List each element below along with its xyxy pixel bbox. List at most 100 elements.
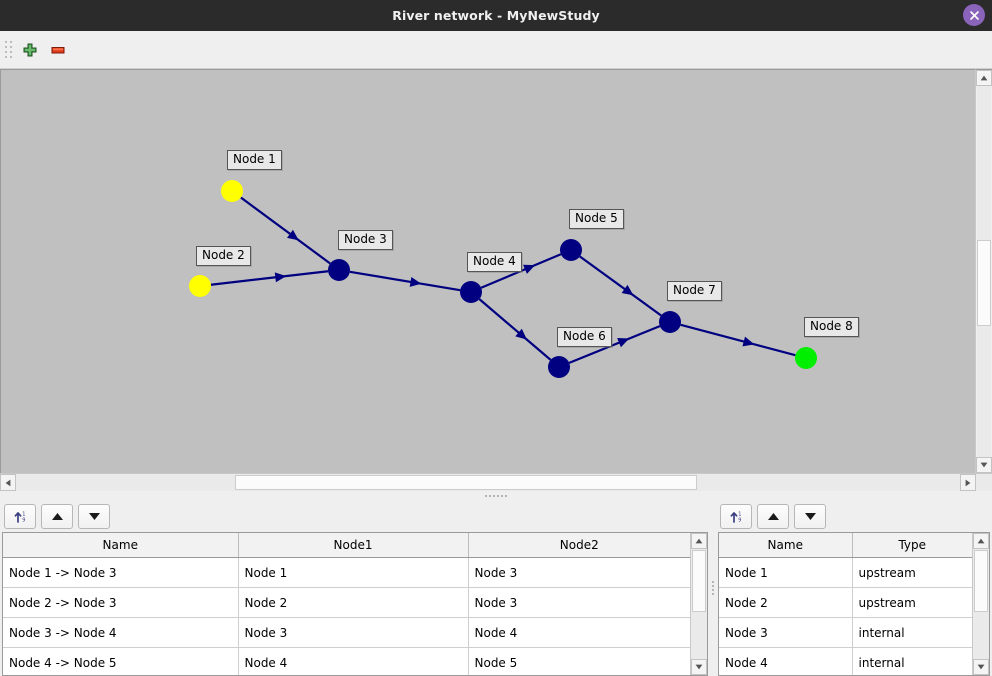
node-sort-button[interactable]: 1 9 [720,503,752,529]
graph-edge[interactable] [568,325,661,364]
scroll-up-button[interactable] [976,70,992,86]
graph-node[interactable] [548,356,570,378]
table-cell[interactable]: Node 3 [468,557,690,588]
remove-node-button[interactable] [44,36,72,64]
vertical-splitter[interactable] [710,500,716,676]
graph-edge[interactable] [680,323,796,357]
graph-node[interactable] [560,239,582,261]
table-cell[interactable]: Node 1 [238,557,469,588]
column-header[interactable]: Name [719,533,853,558]
node-label[interactable]: Node 2 [196,246,251,266]
branch-table-scrollbar[interactable] [690,533,707,675]
node-label[interactable]: Node 7 [667,281,722,301]
network-graph [189,180,817,378]
node-label[interactable]: Node 8 [804,317,859,337]
table-cell[interactable]: Node 3 [719,617,853,648]
node-label[interactable]: Node 3 [338,230,393,250]
edge-arrow-icon [621,284,634,296]
graph-node[interactable] [221,180,243,202]
table-cell[interactable]: Node 2 [238,587,469,618]
network-diagram-canvas[interactable]: Node 1 Node 2 Node 3 Node 4 Node 5 Node 6 Node… [0,69,975,473]
node-label[interactable]: Node 1 [227,150,282,170]
graph-edge[interactable] [478,298,552,361]
edge-arrow-icon [617,338,630,348]
scroll-right-button[interactable] [960,474,976,491]
node-label[interactable]: Node 4 [467,252,522,272]
canvas-vertical-scrollbar[interactable] [975,69,992,473]
window-title: River network - MyNewStudy [392,8,600,23]
table-cell[interactable]: Node 3 -> Node 4 [3,617,239,648]
table-cell[interactable]: upstream [852,557,972,588]
table-cell[interactable]: Node 1 -> Node 3 [3,557,239,588]
graph-node[interactable] [460,281,482,303]
branch-scroll-up-button[interactable] [691,533,707,549]
toolbar-drag-handle[interactable] [4,39,13,61]
table-cell[interactable]: Node 4 -> Node 5 [3,647,239,675]
column-header[interactable]: Node1 [238,533,469,558]
branch-move-down-button[interactable] [78,503,110,529]
node-move-down-button[interactable] [794,503,826,529]
node-scroll-down-button[interactable] [973,659,989,675]
column-header[interactable]: Type [852,533,972,558]
column-header[interactable]: Name [3,533,239,558]
graph-node[interactable] [189,275,211,297]
scroll-left-button[interactable] [0,474,16,491]
table-cell[interactable]: Node 4 [468,617,690,648]
horizontal-splitter[interactable] [0,491,992,500]
graph-edge[interactable] [579,255,662,317]
graph-node[interactable] [328,259,350,281]
node-label[interactable]: Node 6 [557,327,612,347]
chevron-up-icon [980,75,988,81]
hscroll-thumb[interactable] [235,475,697,490]
table-cell[interactable]: internal [852,617,972,648]
table-cell[interactable]: Node 2 -> Node 3 [3,587,239,618]
node-label[interactable]: Node 5 [569,209,624,229]
vscroll-thumb[interactable] [977,240,991,326]
node-table-scrollbar[interactable] [972,533,989,675]
branch-scroll-down-button[interactable] [691,659,707,675]
column-header[interactable]: Node2 [468,533,690,558]
graph-node[interactable] [659,311,681,333]
branch-sort-button[interactable]: 1 9 [4,503,36,529]
scroll-down-button[interactable] [976,457,992,473]
table-cell[interactable]: Node 3 [468,587,690,618]
branch-scroll-thumb[interactable] [692,550,706,612]
table-cell[interactable]: Node 2 [719,587,853,618]
table-cell[interactable]: internal [852,647,972,675]
branch-move-up-button[interactable] [41,503,73,529]
table-cell[interactable]: Node 5 [468,647,690,675]
node-scroll-up-button[interactable] [973,533,989,549]
table-cell[interactable]: Node 1 [719,557,853,588]
node-scroll-thumb[interactable] [974,550,988,612]
table-cell[interactable]: Node 3 [238,617,469,648]
graph-edge[interactable] [349,270,461,292]
close-icon[interactable] [963,4,985,26]
graph-node[interactable] [795,347,817,369]
arrow-up-icon [767,512,779,520]
table-cell[interactable]: Node 4 [238,647,469,675]
canvas-horizontal-scrollbar[interactable] [0,474,976,491]
graph-edge[interactable] [210,270,329,286]
graph-edge[interactable] [240,196,331,265]
table-cell[interactable]: Node 4 [719,647,853,675]
chevron-down-icon [695,664,703,670]
table-cell[interactable]: upstream [852,587,972,618]
node-move-up-button[interactable] [757,503,789,529]
add-node-button[interactable] [16,36,44,64]
